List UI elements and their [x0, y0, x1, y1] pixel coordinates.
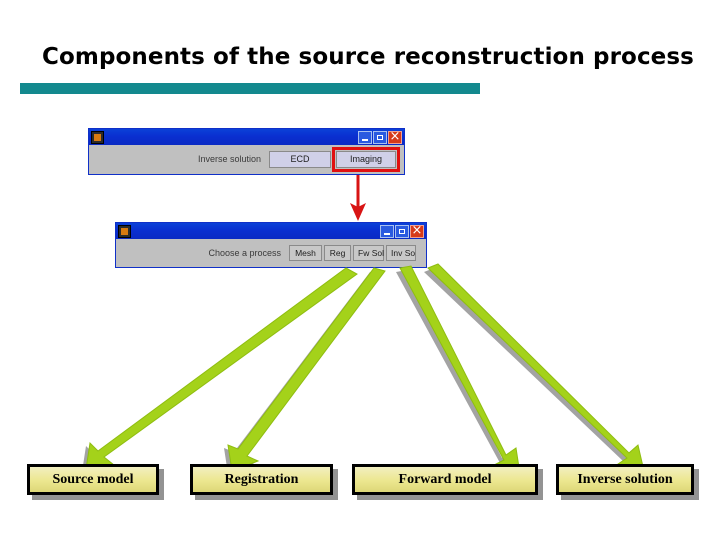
arrow-shadow-fwsol: [396, 270, 516, 477]
maximize-icon[interactable]: [373, 130, 387, 144]
arrow-imaging-to-choose-process: [350, 175, 366, 221]
button-registration[interactable]: Reg: [324, 244, 351, 261]
component-label: Inverse solution: [577, 471, 673, 487]
close-icon[interactable]: [410, 223, 424, 239]
component-label: Registration: [224, 471, 299, 487]
arrow-shadow-mesh: [82, 272, 353, 472]
process-button-group: Mesh Reg Fw Sol Inv So: [289, 244, 416, 261]
button-imaging[interactable]: Imaging: [332, 146, 400, 172]
prompt-label-choose-process: Choose a process: [208, 247, 281, 258]
window-titlebar[interactable]: [89, 129, 404, 145]
prompt-label-inverse-solution: Inverse solution: [197, 154, 261, 164]
minimize-icon[interactable]: [358, 130, 372, 144]
title-underline-rule: [20, 83, 480, 94]
arrow-invso-to-inverse-solution: [427, 263, 645, 472]
window-controls: [358, 129, 403, 145]
component-box-source-model[interactable]: Source model: [27, 464, 159, 495]
arrow-fwsol-to-forward-model: [399, 265, 521, 475]
dialog-window-choose-process[interactable]: Choose a process Mesh Reg Fw Sol Inv So: [115, 222, 427, 268]
window-controls: [380, 223, 425, 239]
component-box-forward-model[interactable]: Forward model: [352, 464, 538, 495]
arrow-mesh-to-source-model: [85, 267, 358, 470]
component-label: Forward model: [398, 471, 492, 487]
application-icon: [91, 130, 104, 144]
arrow-reg-to-registration: [227, 267, 386, 472]
component-box-registration[interactable]: Registration: [190, 464, 333, 495]
button-inverse-solution[interactable]: Inv So: [386, 244, 416, 261]
green-arrows: [85, 263, 645, 475]
maximize-icon[interactable]: [395, 224, 409, 238]
arrow-shadow-invso: [424, 268, 640, 474]
button-ecd[interactable]: ECD: [269, 150, 331, 168]
component-box-inverse-solution[interactable]: Inverse solution: [556, 464, 694, 495]
dialog-window-inverse-solution[interactable]: Inverse solution ECD Imaging: [88, 128, 405, 175]
green-arrow-shadows: [82, 268, 640, 477]
page-title: Components of the source reconstruction …: [42, 44, 694, 70]
window-titlebar[interactable]: [116, 223, 426, 239]
component-label: Source model: [52, 471, 134, 487]
minimize-icon[interactable]: [380, 224, 394, 238]
window-body: Inverse solution ECD Imaging: [89, 145, 404, 173]
arrow-shadow-reg: [224, 272, 381, 474]
window-body: Choose a process Mesh Reg Fw Sol Inv So: [116, 239, 426, 266]
close-icon[interactable]: [388, 129, 402, 145]
button-mesh[interactable]: Mesh: [289, 244, 322, 261]
button-forward-solution[interactable]: Fw Sol: [353, 244, 384, 261]
application-icon: [118, 224, 131, 238]
